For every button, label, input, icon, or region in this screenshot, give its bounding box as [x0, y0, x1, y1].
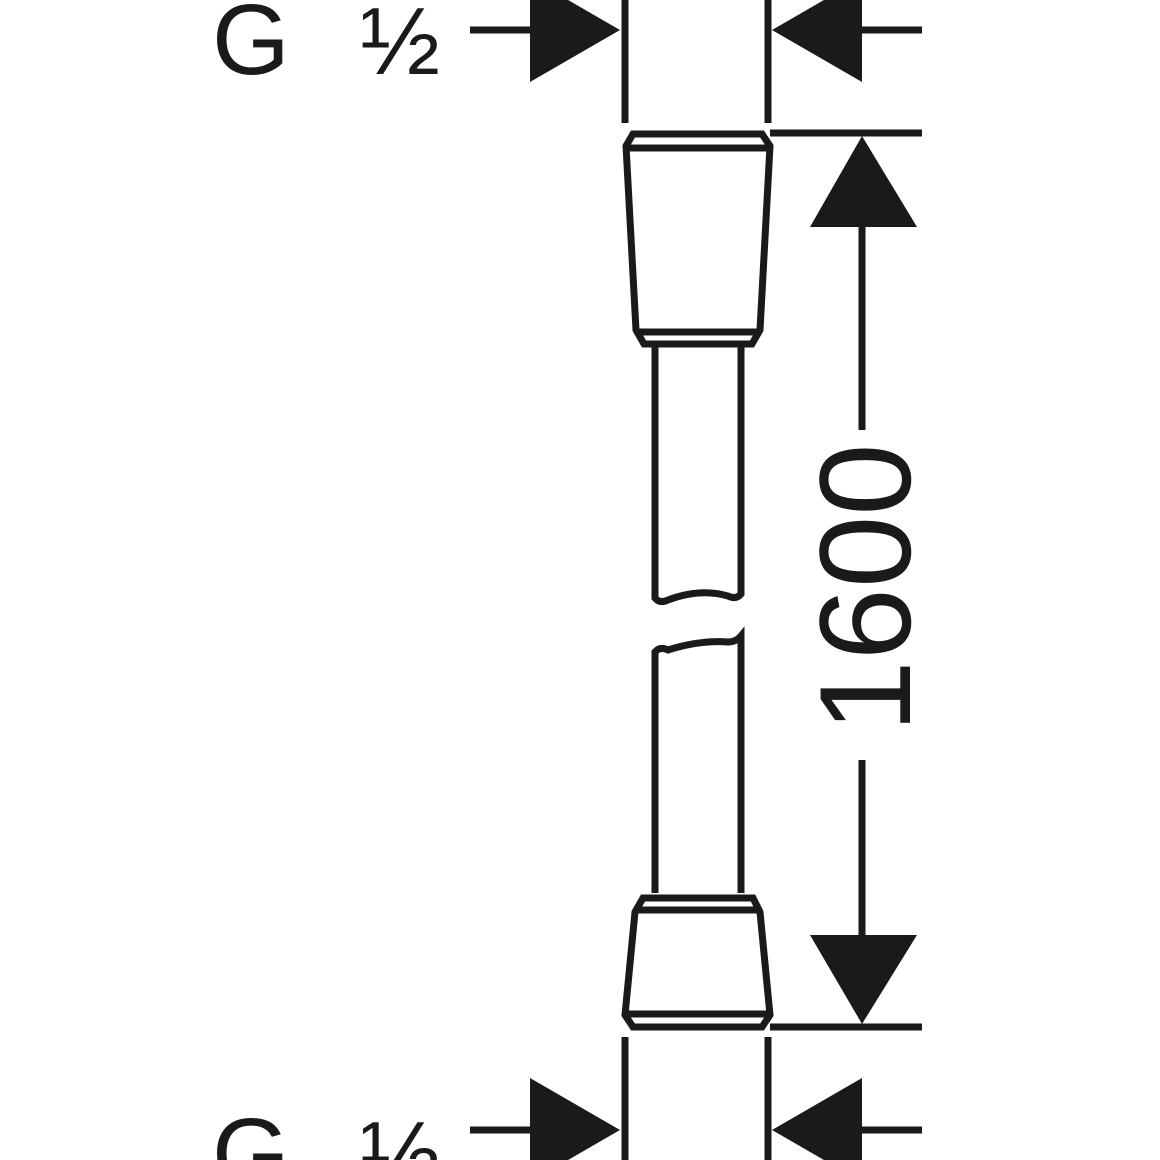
bottom-thread-size: ½: [360, 1102, 440, 1160]
hose-tube: [651, 346, 745, 893]
upper-fitting: [622, 130, 774, 348]
top-thread-size: ½: [360, 0, 440, 95]
bottom-thread-label: G: [212, 1098, 290, 1160]
lower-fitting: [621, 894, 774, 1031]
top-thread-dimension: [470, 0, 922, 123]
top-thread-label: G: [212, 0, 290, 96]
length-dimension: [770, 129, 922, 1031]
bottom-thread-dimension: [470, 1037, 922, 1160]
length-dimension-value: 1600: [792, 443, 938, 732]
